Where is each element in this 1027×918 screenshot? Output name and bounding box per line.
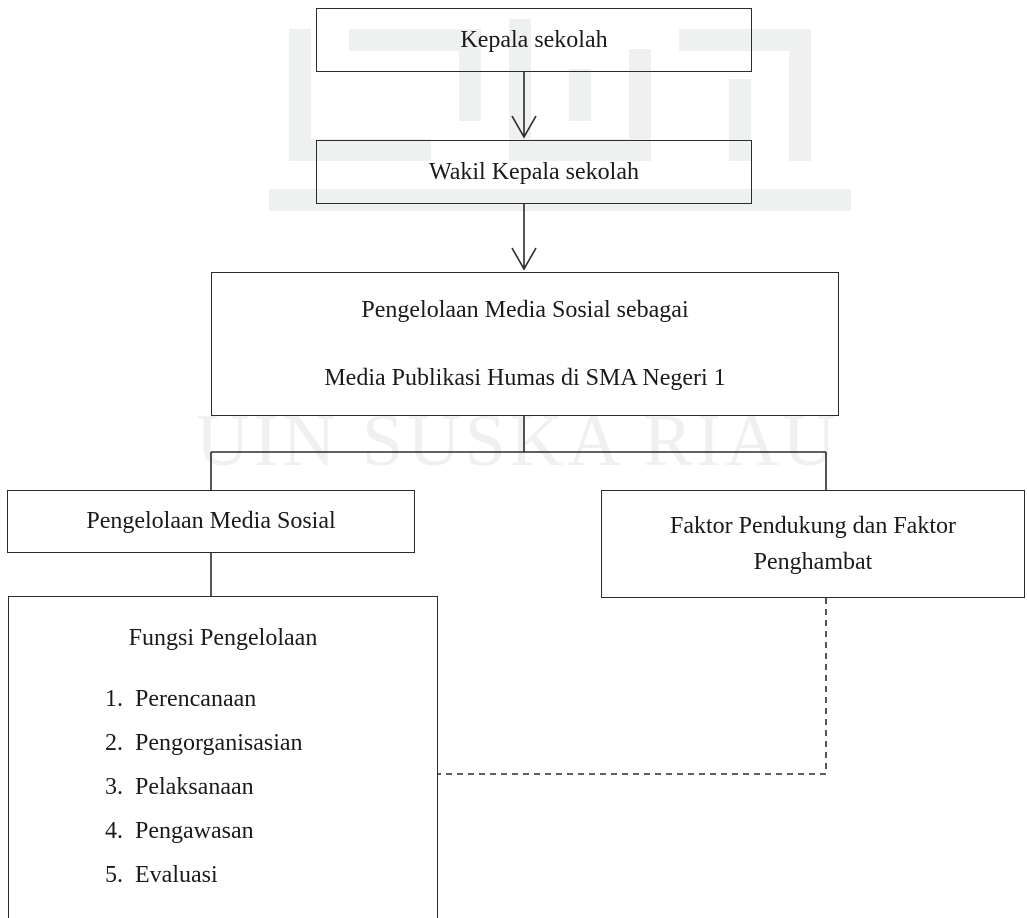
node-kepala-sekolah: Kepala sekolah (316, 8, 752, 72)
node-wakil-label: Wakil Kepala sekolah (429, 158, 639, 185)
fungsi-list: 1. Perencanaan 2. Pengorganisasian 3. Pe… (105, 677, 303, 897)
node-faktor-pendukung-penghambat: Faktor Pendukung dan Faktor Penghambat (601, 490, 1025, 598)
node-faktor-line2: Penghambat (753, 549, 873, 575)
list-item-label: Pelaksanaan (135, 774, 254, 800)
list-item-label: Perencanaan (135, 686, 257, 712)
node-pengelolaan-line1: Pengelolaan Media Sosial sebagai (361, 297, 689, 323)
fungsi-title: Fungsi Pengelolaan (128, 625, 318, 651)
list-item-number: 3. (105, 774, 123, 800)
list-item: 5. Evaluasi (105, 853, 303, 897)
list-item: 1. Perencanaan (105, 677, 303, 721)
list-item: 2. Pengorganisasian (105, 721, 303, 765)
node-pengelolaan-media-publikasi: Pengelolaan Media Sosial sebagai Media P… (211, 272, 839, 416)
node-faktor-line1: Faktor Pendukung dan Faktor (670, 513, 956, 539)
list-item-number: 2. (105, 730, 123, 756)
node-pengelolaan-line2: Media Publikasi Humas di SMA Negeri 1 (324, 365, 726, 391)
list-item-label: Evaluasi (135, 862, 218, 888)
node-fungsi-pengelolaan: Fungsi Pengelolaan 1. Perencanaan 2. Pen… (8, 596, 438, 918)
node-kepala-label: Kepala sekolah (460, 26, 608, 53)
node-pengelolaan-media-sosial: Pengelolaan Media Sosial (7, 490, 415, 553)
node-wakil-kepala-sekolah: Wakil Kepala sekolah (316, 140, 752, 204)
list-item-label: Pengorganisasian (135, 730, 303, 756)
arrow-kepala-to-wakil (511, 72, 537, 139)
list-item-number: 4. (105, 818, 123, 844)
list-item-number: 1. (105, 686, 123, 712)
list-item: 3. Pelaksanaan (105, 765, 303, 809)
list-item: 4. Pengawasan (105, 809, 303, 853)
list-item-number: 5. (105, 862, 123, 888)
branch-connector (210, 416, 827, 490)
list-item-label: Pengawasan (135, 818, 254, 844)
node-sosial-label: Pengelolaan Media Sosial (86, 508, 336, 534)
watermark-text: UIN SUSKA RIAU (196, 400, 840, 482)
arrow-wakil-to-pengelolaan (511, 204, 537, 271)
dashed-faktor-to-fungsi (438, 598, 827, 775)
